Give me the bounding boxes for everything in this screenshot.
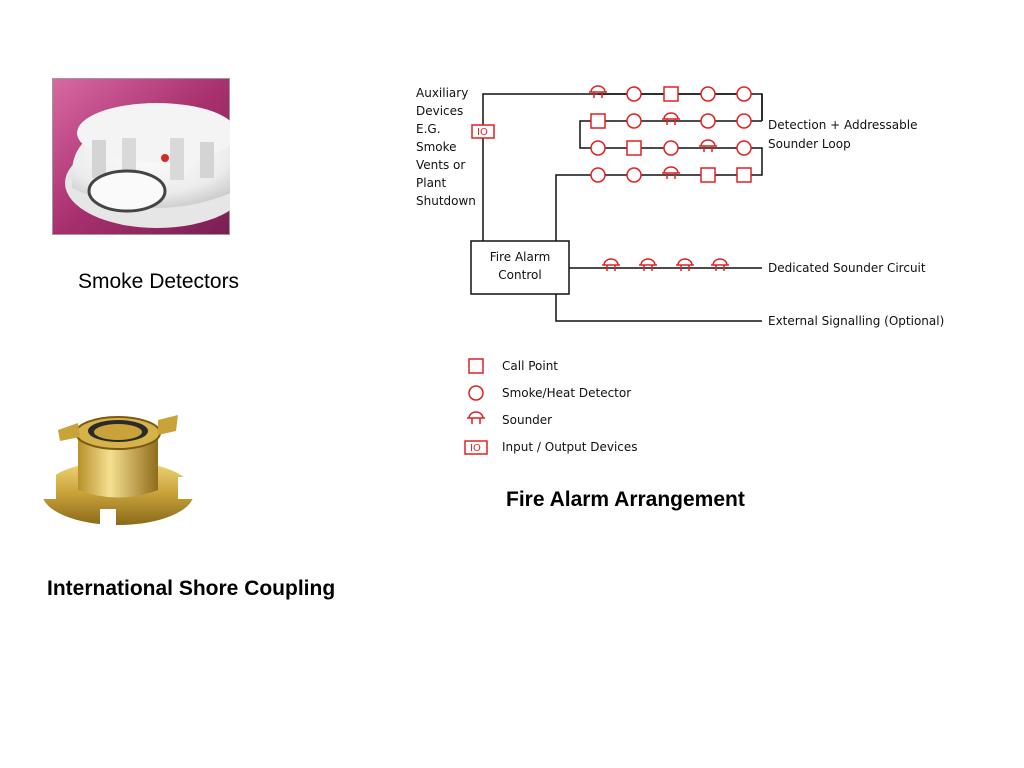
callpoint-icon (736, 167, 752, 183)
sounder-icon (639, 258, 657, 271)
callpoint-icon (590, 113, 606, 129)
shore-coupling-photo (42, 415, 194, 535)
detector-icon (590, 140, 606, 156)
fire-alarm-control-box: Fire Alarm Control (470, 240, 570, 295)
aux-line: Auxiliary (416, 86, 468, 100)
aux-line: E.G. (416, 122, 441, 136)
loop-label-line: Sounder Loop (768, 137, 851, 151)
sounder-icon (602, 258, 620, 271)
sounder-circuit-symbols (602, 258, 729, 271)
detector-icon (590, 167, 606, 183)
detector-icon (700, 86, 716, 102)
smoke-detectors-caption: Smoke Detectors (78, 270, 240, 293)
auxiliary-devices-label: Auxiliary Devices E.G. Smoke Vents or Pl… (416, 86, 476, 208)
callpoint-icon (468, 358, 484, 374)
legend-item: Sounder (467, 411, 552, 427)
detector-icon (700, 113, 716, 129)
svg-text:IO: IO (470, 443, 481, 454)
wiring (482, 93, 763, 322)
sounder-icon (467, 411, 485, 424)
legend-item: Call Point (468, 358, 558, 374)
legend-label: Smoke/Heat Detector (502, 386, 631, 400)
sounder-icon (662, 166, 680, 179)
control-label-line: Control (498, 268, 541, 282)
detector-icon (468, 385, 484, 401)
control-label-line: Fire Alarm (490, 250, 551, 264)
io-box-label: IO (477, 127, 488, 138)
smoke-detector-photo (52, 78, 230, 235)
dedicated-sounder-label: Dedicated Sounder Circuit (768, 261, 926, 275)
external-signalling-label: External Signalling (Optional) (768, 314, 944, 328)
legend-label: Sounder (502, 413, 552, 427)
io-device: IO (471, 124, 495, 139)
sounder-icon (711, 258, 729, 271)
legend-item: IO Input / Output Devices (464, 440, 638, 455)
loop-symbols (589, 85, 752, 183)
detector-icon (663, 140, 679, 156)
detector-icon (736, 140, 752, 156)
aux-line: Plant (416, 176, 447, 190)
sounder-icon (662, 112, 680, 125)
detector-icon (626, 113, 642, 129)
aux-line: Shutdown (416, 194, 476, 208)
detector-icon (626, 86, 642, 102)
callpoint-icon (700, 167, 716, 183)
sounder-icon (676, 258, 694, 271)
shore-coupling-caption: International Shore Coupling (47, 577, 336, 600)
fire-alarm-caption: Fire Alarm Arrangement (506, 488, 745, 511)
legend-item: Smoke/Heat Detector (468, 385, 631, 401)
detector-icon (736, 86, 752, 102)
sounder-icon (699, 139, 717, 152)
sounder-icon (589, 85, 607, 98)
detector-icon (626, 167, 642, 183)
legend-label: Input / Output Devices (502, 440, 638, 454)
callpoint-icon (626, 140, 642, 156)
callpoint-icon (663, 86, 679, 102)
aux-line: Smoke (416, 140, 457, 154)
aux-line: Vents or (416, 158, 465, 172)
loop-label-line: Detection + Addressable (768, 118, 917, 132)
aux-line: Devices (416, 104, 463, 118)
io-icon: IO (464, 440, 488, 455)
detector-icon (736, 113, 752, 129)
legend-label: Call Point (502, 359, 558, 373)
